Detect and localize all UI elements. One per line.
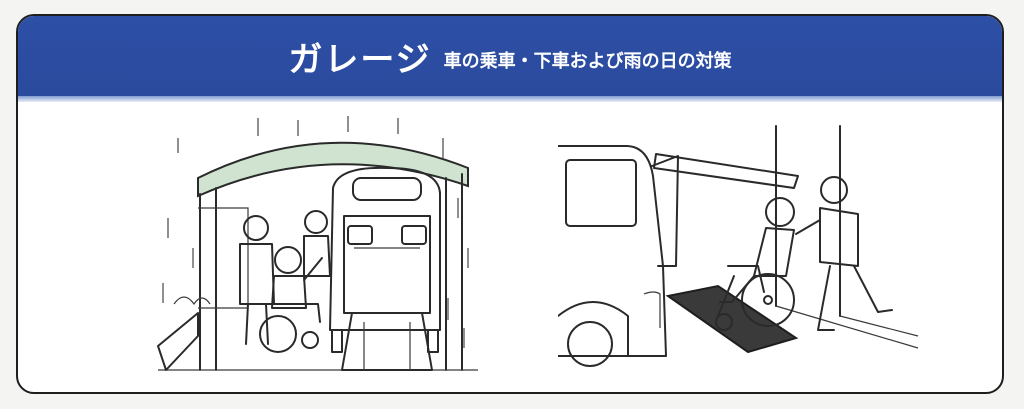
header-gradient-strip <box>18 96 1002 102</box>
panel-subtitle: 車の乗車・下車および雨の日の対策 <box>443 51 732 72</box>
van-boarding-scene <box>558 125 919 367</box>
garage-illustration <box>138 108 488 378</box>
carport-roof-icon <box>197 141 469 198</box>
van-boarding-illustration <box>558 116 938 378</box>
panel-title: ガレージ <box>288 39 432 80</box>
rain-icon <box>162 116 469 348</box>
panel-header: ガレージ 車の乗車・下車および雨の日の対策 <box>18 16 1002 96</box>
van-rear-icon <box>329 166 441 371</box>
elderly-man-icon <box>239 215 275 345</box>
caregiver-pushing-icon <box>795 176 893 331</box>
van-side-icon <box>558 145 799 367</box>
info-panel: ガレージ 車の乗車・下車および雨の日の対策 <box>16 14 1004 394</box>
garage-scene <box>157 116 478 371</box>
wheelchair-user-icon <box>259 246 323 353</box>
caregiver-icon <box>303 210 331 277</box>
wheelchair-icon <box>715 197 795 331</box>
